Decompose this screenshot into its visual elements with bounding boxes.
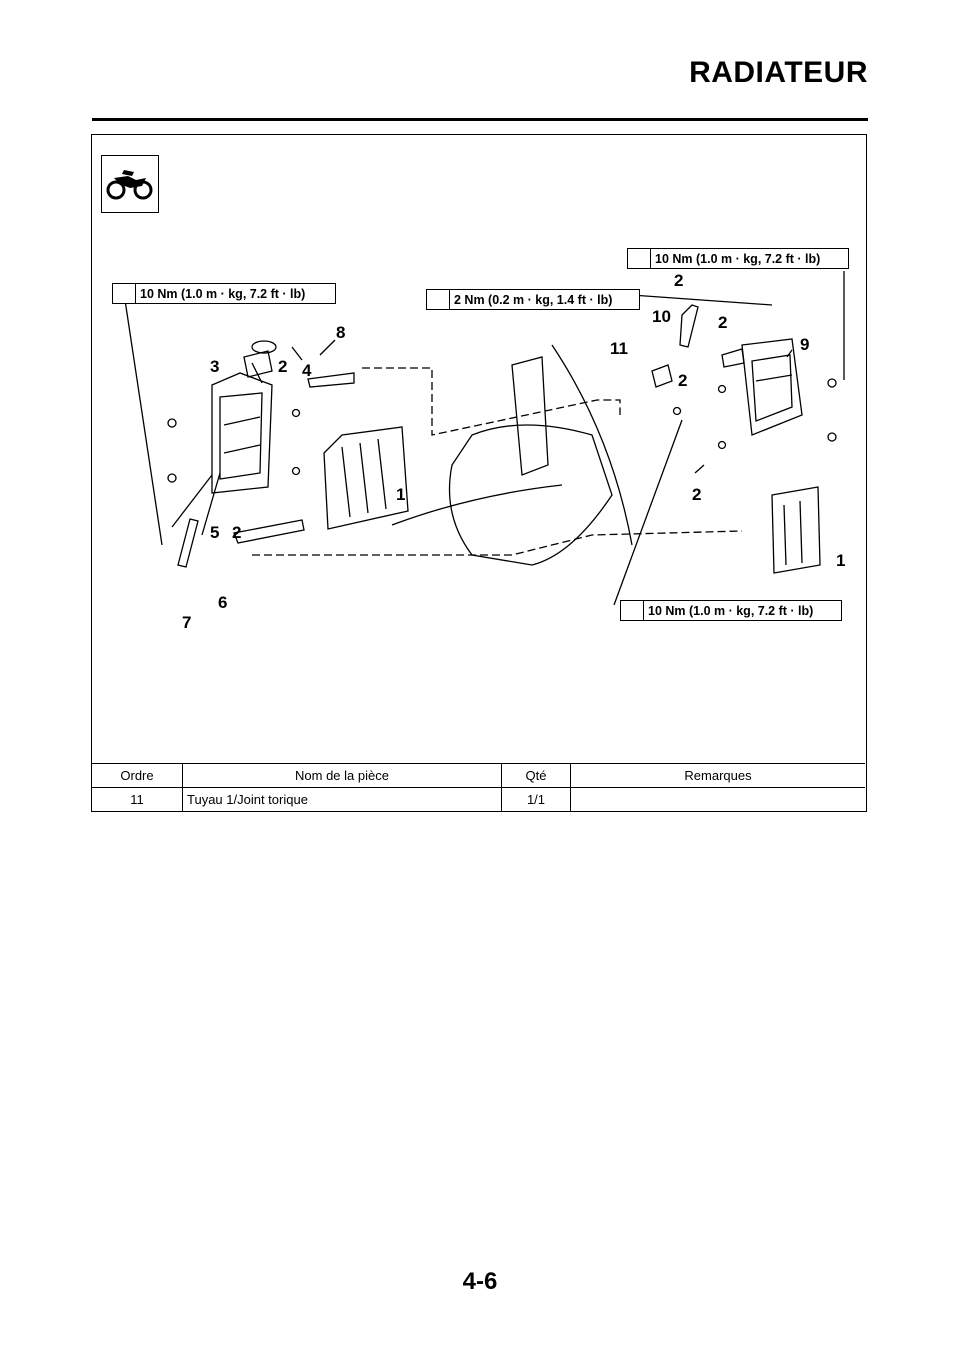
callout-6: 6 xyxy=(218,593,228,612)
callout-5: 5 xyxy=(210,523,220,542)
column-header-part-name: Nom de la pièce xyxy=(182,763,502,788)
page-number: 4-6 xyxy=(462,1268,498,1295)
motorcycle-icon xyxy=(101,155,159,213)
header-rule xyxy=(92,118,868,121)
cell-remarks xyxy=(570,787,865,811)
page-title: RADIATEUR xyxy=(689,56,868,89)
callout-8: 8 xyxy=(336,323,346,342)
callout-7: 7 xyxy=(182,613,192,632)
callout-1: 1 xyxy=(396,485,406,504)
torque-wrench-icon xyxy=(628,249,651,268)
torque-wrench-icon xyxy=(113,284,136,303)
parts-table: Ordre Nom de la pièce Qté Remarques 11 T… xyxy=(92,763,865,811)
cell-order: 11 xyxy=(92,787,183,811)
callout-9: 9 xyxy=(800,335,810,354)
torque-spec-center: 2 Nm (0.2 m · kg, 1.4 ft · lb) xyxy=(426,289,640,310)
column-header-remarks: Remarques xyxy=(570,763,865,788)
callout-2: 2 xyxy=(678,371,688,390)
diagram-linework xyxy=(124,271,845,606)
column-header-qty: Qté xyxy=(501,763,571,788)
callout-10: 10 xyxy=(652,307,671,326)
torque-spec-top-right: 10 Nm (1.0 m · kg, 7.2 ft · lb) xyxy=(627,248,849,269)
parts-table-header: Ordre Nom de la pièce Qté Remarques xyxy=(92,763,865,788)
callout-1: 1 xyxy=(836,551,846,570)
torque-wrench-icon xyxy=(427,290,450,309)
exploded-view-diagram xyxy=(124,271,845,606)
table-row: 11 Tuyau 1/Joint torique 1/1 xyxy=(92,787,865,811)
callout-2: 2 xyxy=(674,271,684,290)
diagram-frame: 10 Nm (1.0 m · kg, 7.2 ft · lb) 2 Nm (0.… xyxy=(91,134,867,812)
torque-spec-bottom-right: 10 Nm (1.0 m · kg, 7.2 ft · lb) xyxy=(620,600,842,621)
callout-2: 2 xyxy=(718,313,728,332)
callout-3: 3 xyxy=(210,357,220,376)
cell-qty: 1/1 xyxy=(501,787,571,811)
callout-4: 4 xyxy=(302,361,312,380)
callout-2: 2 xyxy=(692,485,702,504)
callout-2: 2 xyxy=(232,523,242,542)
torque-wrench-icon xyxy=(621,601,644,620)
torque-spec-left: 10 Nm (1.0 m · kg, 7.2 ft · lb) xyxy=(112,283,336,304)
callout-11: 11 xyxy=(610,339,628,358)
column-header-order: Ordre xyxy=(92,763,183,788)
callout-2: 2 xyxy=(278,357,288,376)
cell-part-name: Tuyau 1/Joint torique xyxy=(182,787,502,811)
